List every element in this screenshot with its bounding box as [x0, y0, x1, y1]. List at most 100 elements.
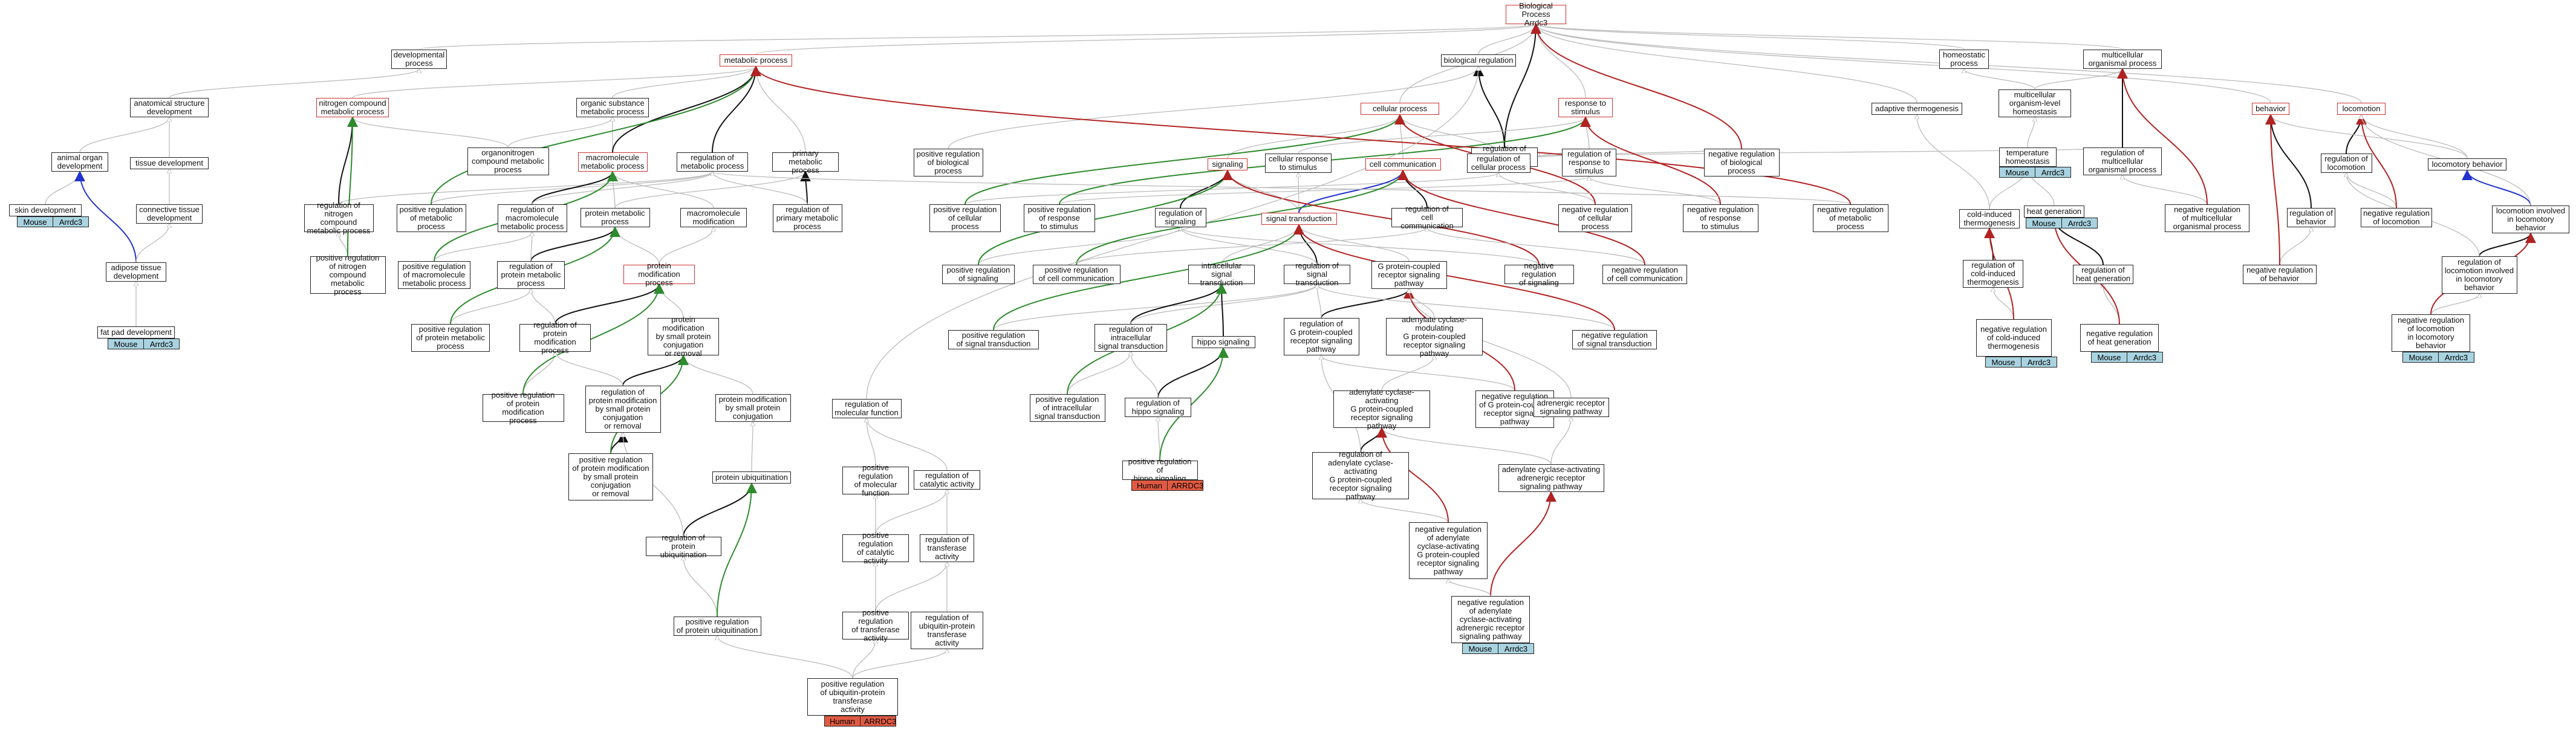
go-term-nitro[interactable]: nitrogen compound metabolic process — [316, 98, 389, 117]
go-term-posubiqtrans[interactable]: positive regulation of ubiquitin-protein… — [807, 678, 898, 716]
go-term-posprotubiq[interactable]: positive regulation of protein ubiquitin… — [673, 617, 761, 636]
go-term-orgsub[interactable]: organic substance metabolic process — [576, 98, 649, 117]
go-term-multihomeo[interactable]: multicellular organism-level homeostasis — [1999, 89, 2071, 117]
go-term-negbio[interactable]: negative regulation of biological proces… — [1703, 149, 1780, 176]
go-term-posprotmet[interactable]: positive regulation of protein metabolic… — [411, 324, 490, 352]
go-term-cellcomm[interactable]: cell communication — [1365, 158, 1441, 170]
go-term-acact[interactable]: adenylate cyclase-activating G protein-c… — [1333, 388, 1430, 430]
go-term-adrenergic[interactable]: adrenergic receptor signaling pathway — [1533, 398, 1609, 417]
go-term-posbio[interactable]: positive regulation of biological proces… — [913, 149, 983, 176]
go-term-poshippo[interactable]: positive regulation of hippo signaling — [1122, 458, 1198, 483]
go-term-locombeh[interactable]: locomotory behavior — [2428, 158, 2506, 170]
go-term-acactadr[interactable]: adenylate cyclase-activating adrenergic … — [1498, 464, 1604, 492]
go-term-bioreg[interactable]: biological regulation — [1441, 54, 1516, 66]
go-term-heatgen[interactable]: heat generation — [2024, 206, 2084, 218]
go-term-negcoldthermo[interactable]: negative regulation of cold-induced ther… — [1976, 319, 2052, 357]
go-term-regprimet[interactable]: regulation of primary metabolic process — [772, 204, 842, 232]
go-term-cellresp[interactable]: cellular response to stimulus — [1265, 154, 1332, 173]
go-term-negsigtrans[interactable]: negative regulation of signal transducti… — [1572, 330, 1657, 349]
go-term-negacact[interactable]: negative regulation of adenylate cyclase… — [1409, 522, 1488, 579]
go-term-regmet[interactable]: regulation of metabolic process — [677, 152, 748, 172]
go-term-organon[interactable]: organonitrogen compound metabolic proces… — [467, 147, 549, 175]
go-term-postrans[interactable]: positive regulation of transferase activ… — [842, 609, 909, 643]
go-term-negmulti[interactable]: negative regulation of multicellular org… — [2165, 204, 2249, 232]
go-term-animorg[interactable]: animal organ development — [51, 152, 108, 172]
go-term-regcoldthermo[interactable]: regulation of cold-induced thermogenesis — [1963, 260, 2023, 288]
go-term-reggpcr[interactable]: regulation of G protein-coupled receptor… — [1283, 318, 1359, 355]
go-term-regmacro[interactable]: regulation of macromolecule metabolic pr… — [497, 204, 567, 232]
go-term-anat[interactable]: anatomical structure development — [130, 98, 209, 117]
go-term-temp[interactable]: temperature homeostasis — [1999, 147, 2057, 167]
go-term-adapt[interactable]: adaptive thermogenesis — [1872, 103, 1962, 115]
go-term-regcat[interactable]: regulation of catalytic activity — [914, 470, 980, 490]
go-term-locominv[interactable]: locomotion involved in locomotory behavi… — [2492, 206, 2569, 233]
go-term-negheat[interactable]: negative regulation of heat generation — [2080, 324, 2159, 352]
go-term-regprotmet[interactable]: regulation of protein metabolic process — [497, 261, 565, 289]
go-term-regmolfunc[interactable]: regulation of molecular function — [831, 399, 902, 418]
go-term-posintra[interactable]: positive regulation of intracellular sig… — [1029, 394, 1105, 422]
go-term-signaling[interactable]: signaling — [1208, 158, 1247, 170]
go-term-adipose[interactable]: adipose tissue development — [106, 262, 166, 282]
go-term-protubiq[interactable]: protein ubiquitination — [712, 471, 791, 484]
go-term-regcell[interactable]: regulation of cellular process — [1466, 154, 1530, 173]
go-term-regbeh[interactable]: regulation of behavior — [2287, 208, 2335, 227]
go-term-posresp[interactable]: positive regulation of response to stimu… — [1024, 204, 1095, 232]
go-term-respstim[interactable]: response to stimulus — [1558, 98, 1613, 117]
go-term-locom[interactable]: locomotion — [2337, 103, 2386, 115]
go-term-regprotmod[interactable]: regulation of protein modification proce… — [519, 321, 591, 355]
go-term-coldthermo[interactable]: cold-induced thermogenesis — [1959, 209, 2020, 228]
go-term-macromod[interactable]: macromolecule modification — [680, 208, 747, 227]
go-term-regprotubiq[interactable]: regulation of protein ubiquitination — [645, 534, 721, 559]
go-term-fatpad[interactable]: fat pad development — [97, 326, 175, 338]
go-term-protmodsmallconj[interactable]: protein modification by small protein co… — [715, 394, 791, 422]
go-term-reglocom[interactable]: regulation of locomotion — [2320, 154, 2372, 173]
go-term-macro[interactable]: macromolecule metabolic process — [577, 152, 648, 172]
go-term-poscellcomm[interactable]: positive regulation of cell communicatio… — [1032, 265, 1120, 284]
go-term-negresp[interactable]: negative regulation of response to stimu… — [1682, 204, 1758, 232]
go-term-posmolfunc[interactable]: positive regulation of molecular functio… — [842, 464, 909, 497]
go-term-cellp[interactable]: cellular process — [1361, 103, 1439, 115]
go-term-possigtrans[interactable]: positive regulation of signal transducti… — [948, 330, 1039, 349]
go-term-regacact[interactable]: regulation of adenylate cyclase-activati… — [1312, 450, 1409, 501]
go-term-gpcr[interactable]: G protein-coupled receptor signaling pat… — [1371, 261, 1447, 289]
go-term-regprotmodsmall[interactable]: regulation of protein modification by sm… — [585, 386, 661, 433]
go-term-regmulti[interactable]: regulation of multicellular organismal p… — [2083, 147, 2162, 175]
go-term-possignaling[interactable]: positive regulation of signaling — [942, 265, 1015, 284]
go-term-multi[interactable]: multicellular organismal process — [2083, 50, 2162, 69]
go-term-posmet[interactable]: positive regulation of metabolic process — [396, 204, 466, 232]
go-term-protmodsmall[interactable]: protein modification by small protein co… — [648, 316, 719, 358]
go-term-posprotmod[interactable]: positive regulation of protein modificat… — [482, 391, 564, 425]
go-term-regresp[interactable]: regulation of response to stimulus — [1562, 149, 1616, 176]
go-term-regtrans[interactable]: regulation of transferase activity — [920, 534, 974, 562]
go-term-intrasig[interactable]: intracellular signal transduction — [1188, 262, 1255, 287]
go-term-negmet[interactable]: negative regulation of metabolic process — [1812, 204, 1888, 232]
go-term-negcell[interactable]: negative regulation of cellular process — [1558, 204, 1632, 232]
go-term-protmod[interactable]: protein modification process — [623, 262, 695, 287]
go-term-acmod[interactable]: adenylate cyclase-modulating G protein-c… — [1386, 316, 1483, 358]
go-term-primet[interactable]: primary metabolic process — [772, 149, 839, 175]
go-term-sigtrans[interactable]: signal transduction — [1261, 213, 1337, 225]
go-term-negsig[interactable]: negative regulation of signaling — [1504, 262, 1574, 287]
go-term-protmet[interactable]: protein metabolic process — [580, 208, 650, 227]
go-term-reglocominv[interactable]: regulation of locomotion involved in loc… — [2441, 256, 2517, 294]
go-term-regsigtrans[interactable]: regulation of signal transduction — [1284, 262, 1350, 287]
go-term-neglocominv[interactable]: negative regulation of locomotion in loc… — [2392, 314, 2470, 352]
go-term-regintra[interactable]: regulation of intracellular signal trans… — [1094, 324, 1167, 352]
go-term-homeo[interactable]: homeostatic process — [1939, 50, 1989, 69]
go-term-regnitro[interactable]: regulation of nitrogen compound metaboli… — [304, 201, 374, 235]
go-term-dev[interactable]: developmental process — [391, 50, 447, 69]
go-term-regubiqtrans[interactable]: regulation of ubiquitin-protein transfer… — [911, 612, 983, 649]
go-term-posnitro[interactable]: positive regulation of nitrogen compound… — [310, 254, 386, 296]
go-term-bio[interactable]: Biological Process Arrdc3 — [1506, 2, 1566, 27]
go-term-neglocom[interactable]: negative regulation of locomotion — [2361, 208, 2432, 227]
go-term-poscell[interactable]: positive regulation of cellular process — [929, 204, 1001, 232]
go-term-hippo[interactable]: hippo signaling — [1191, 336, 1255, 348]
go-term-regsig[interactable]: regulation of signaling — [1154, 208, 1206, 227]
go-term-posprotmodsmall[interactable]: positive regulation of protein modificat… — [568, 453, 653, 500]
go-term-negacactadr[interactable]: negative regulation of adenylate cyclase… — [1451, 596, 1530, 643]
go-term-tissue[interactable]: tissue development — [130, 157, 209, 169]
go-term-conn[interactable]: connective tissue development — [136, 204, 203, 224]
go-term-regcellcomm[interactable]: regulation of cell communication — [1391, 205, 1463, 230]
go-term-negcellcomm[interactable]: negative regulation of cell communicatio… — [1602, 265, 1687, 284]
go-term-poscat[interactable]: positive regulation of catalytic activit… — [842, 531, 909, 565]
